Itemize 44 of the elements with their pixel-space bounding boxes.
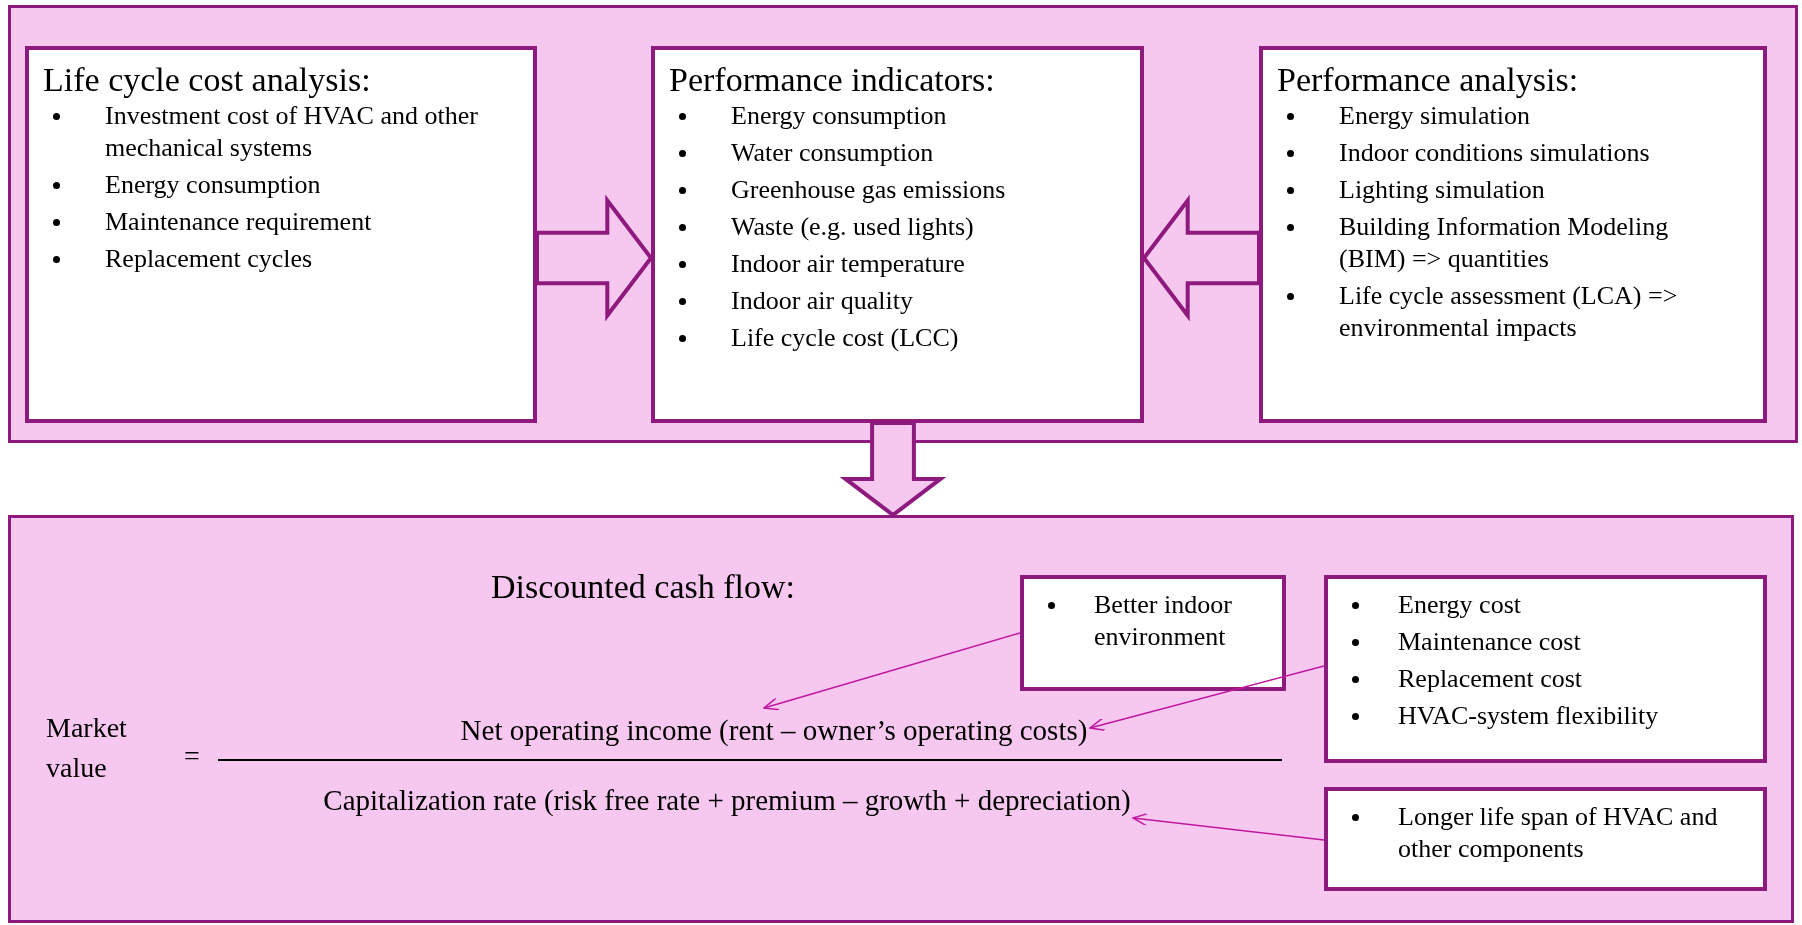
bullet-item: Energy consumption: [731, 101, 947, 130]
bullet-item: HVAC-system flexibility: [1398, 701, 1659, 730]
bullet-item: Replacement cycles: [105, 244, 313, 273]
bullet-item: Energy cost: [1398, 590, 1521, 619]
panel-background: [8, 515, 1794, 923]
leader-line: [1089, 665, 1325, 731]
bullet-item: Indoor conditions simulations: [1339, 138, 1650, 167]
box-heading: Performance indicators:: [669, 60, 996, 100]
bullet-item: Energy consumption: [105, 170, 321, 199]
bullet-item: Longer life span of HVAC and other components: [1398, 802, 1718, 863]
block-arrow: [535, 194, 654, 322]
leader-line: [763, 632, 1021, 711]
formula-term: Net operating income (rent – owner’s operating costs): [458, 708, 1090, 752]
block-arrow: [839, 421, 947, 518]
bullet-item: Indoor air quality: [731, 286, 913, 315]
bullet-item: Waste (e.g. used lights): [731, 212, 974, 241]
text-box: [25, 46, 537, 423]
leader-line: [1132, 812, 1325, 841]
formula-term: Capitalization rate (risk free rate + premium – growth + depreciation): [321, 778, 1133, 822]
text-box: [1324, 787, 1767, 891]
bullet-item: Life cycle assessment (LCA) => environmental impacts: [1339, 281, 1678, 342]
box-heading: Performance analysis:: [1277, 60, 1580, 100]
text-box: [1259, 46, 1767, 423]
bullet-item: Lighting simulation: [1339, 175, 1545, 204]
block-arrow: [1141, 194, 1261, 322]
bullet-item: Life cycle cost (LCC): [731, 323, 959, 352]
text-box: [651, 46, 1144, 423]
bullet-item: Replacement cost: [1398, 664, 1583, 693]
bullet-item: Energy simulation: [1339, 101, 1530, 130]
bullet-item: Better indoor environment: [1094, 590, 1232, 651]
bullet-item: Greenhouse gas emissions: [731, 175, 1006, 204]
text-box: [1324, 575, 1767, 763]
bullet-item: Water consumption: [731, 138, 934, 167]
text-box: [1020, 575, 1286, 691]
bullet-item: Maintenance requirement: [105, 207, 372, 236]
equals-sign: =: [184, 740, 200, 772]
bullet-item: Investment cost of HVAC and other mechanical systems: [105, 101, 478, 162]
market-value-label: Market value: [46, 711, 128, 785]
panel-background: [8, 5, 1798, 443]
bullet-item: Building Information Modeling (BIM) => quantities: [1339, 212, 1669, 273]
bullet-item: Maintenance cost: [1398, 627, 1581, 656]
box-heading: Life cycle cost analysis:: [43, 60, 372, 100]
bullet-item: Indoor air temperature: [731, 249, 965, 278]
panel-heading: Discounted cash flow:: [491, 568, 796, 606]
